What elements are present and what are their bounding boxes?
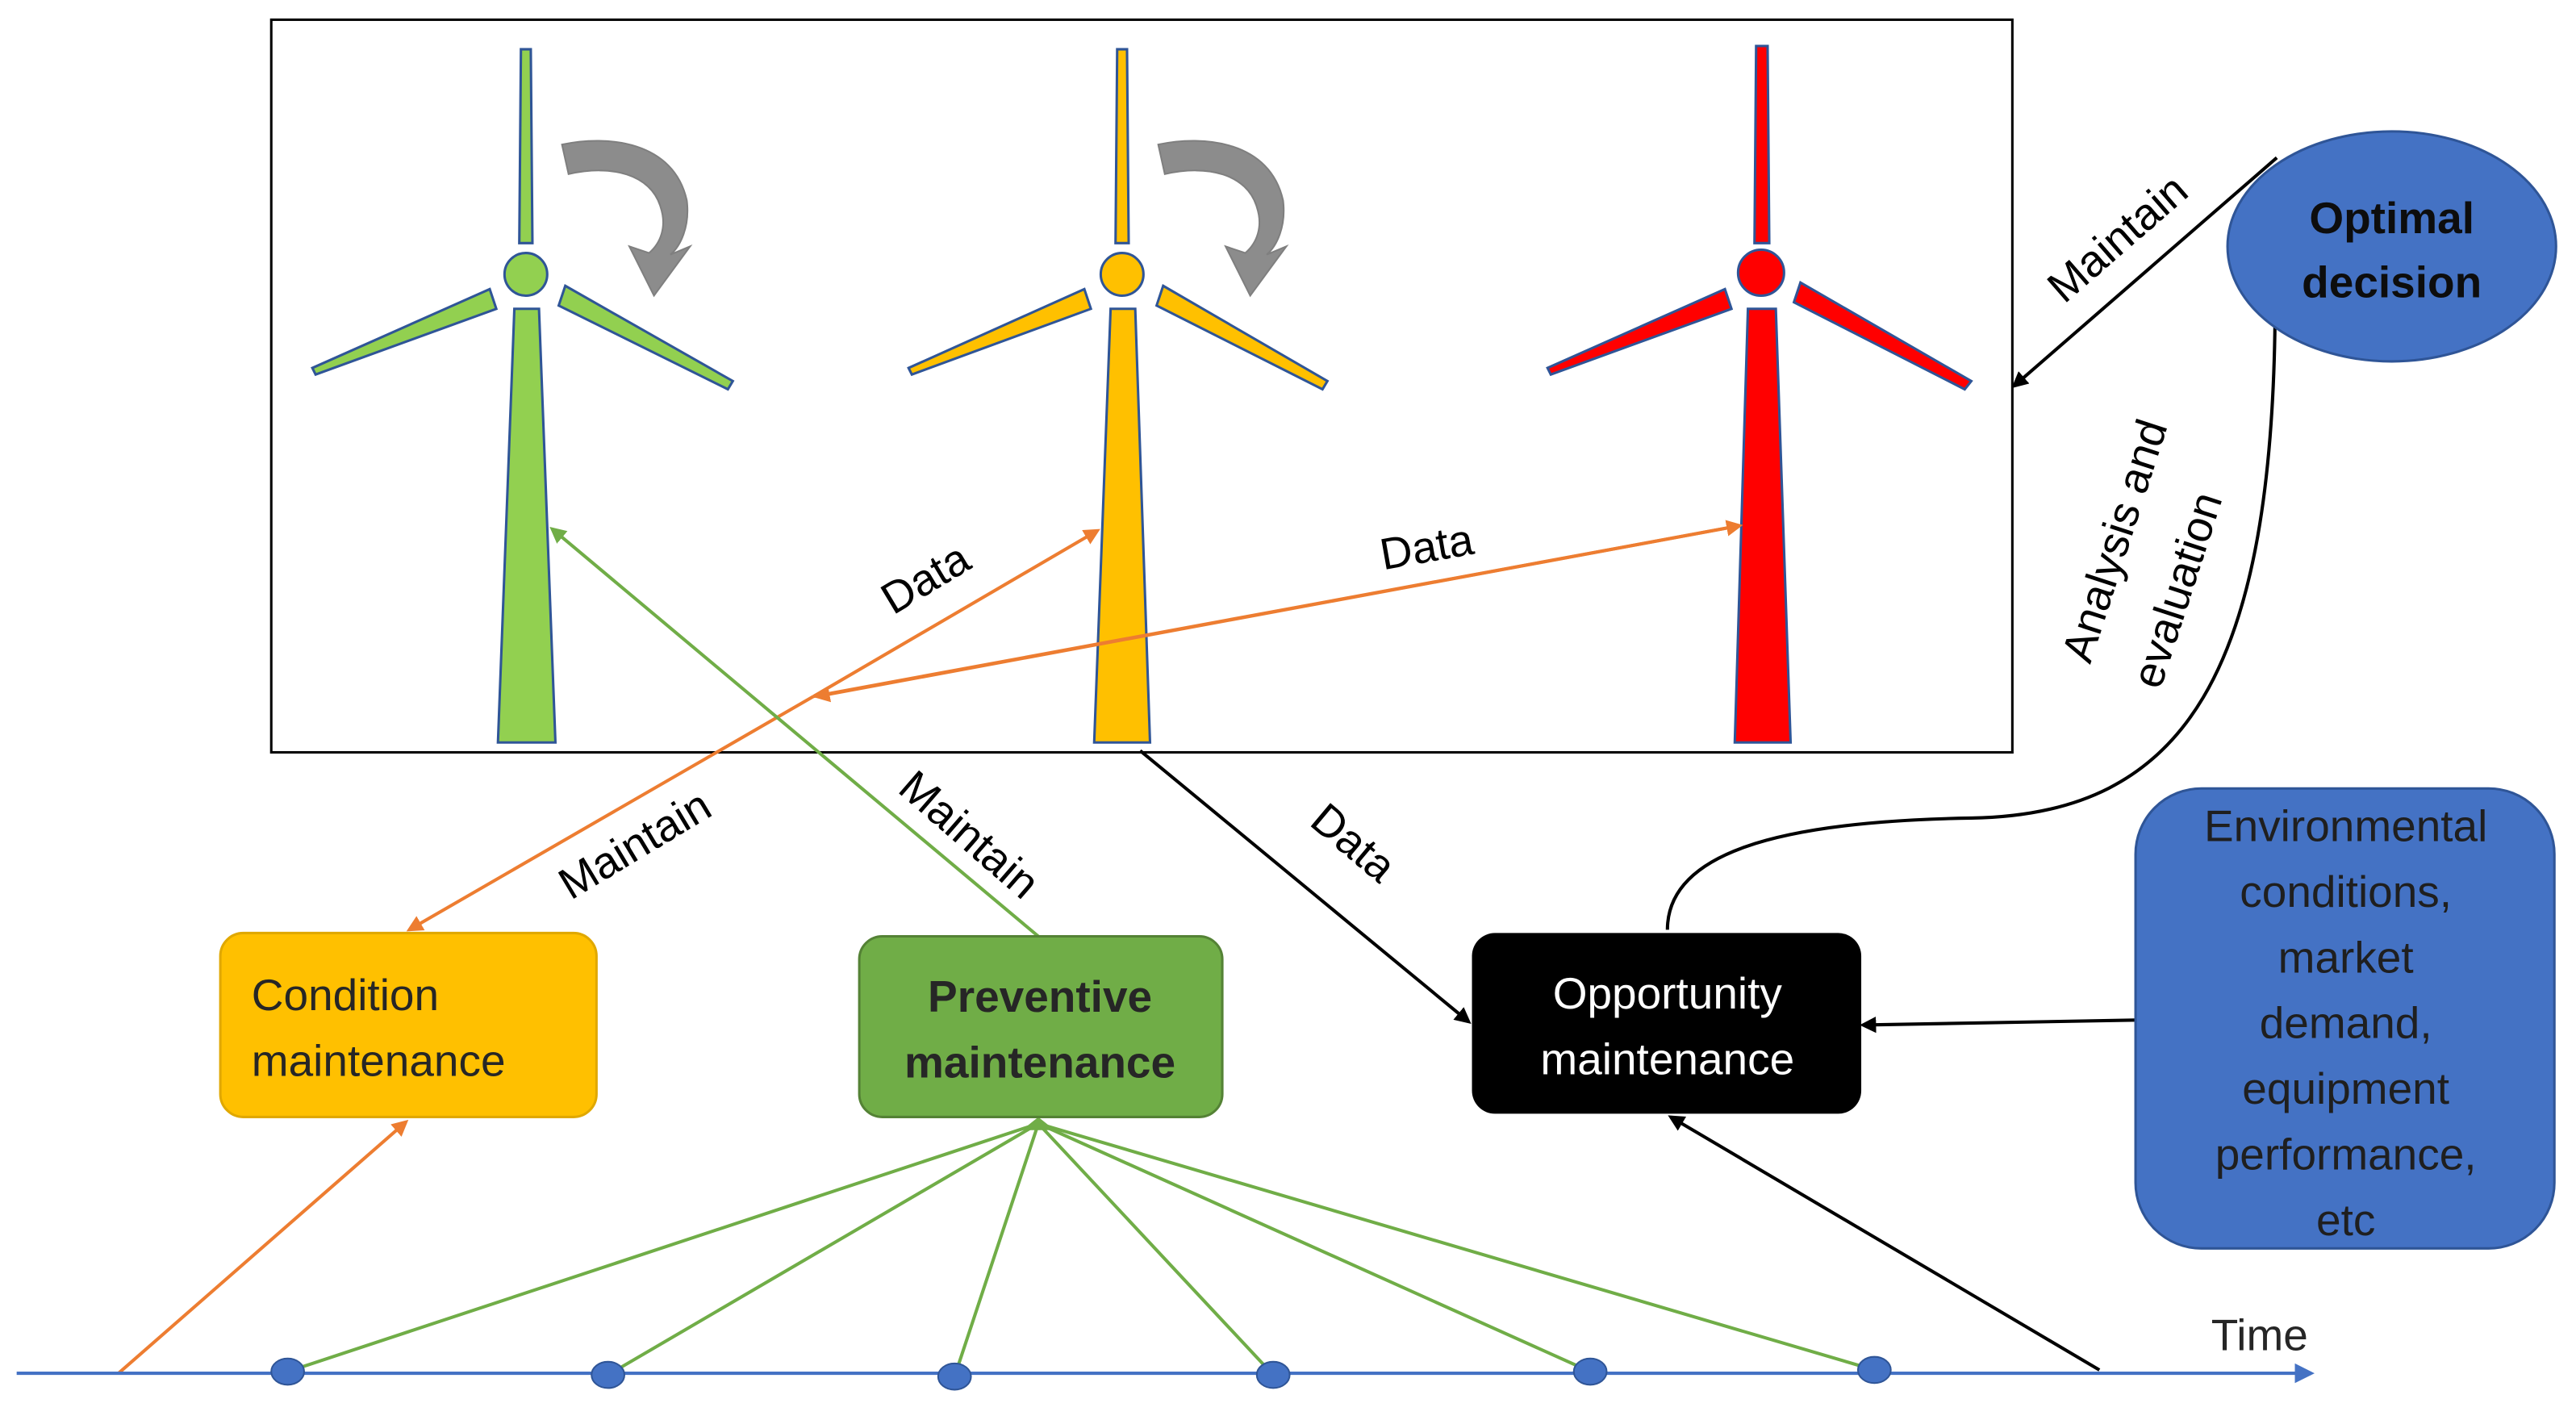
preventive-maintenance-box: Preventive maintenance: [858, 934, 1224, 1118]
optimal-line2: decision: [2302, 257, 2482, 307]
opportunity-line2: maintenance: [1540, 1034, 1794, 1084]
wind-turbine-icon: [1546, 44, 1973, 744]
optimal-decision-node: Optimal decision: [2226, 130, 2557, 363]
analysis-arrow: [1665, 292, 2284, 930]
label-time: Time: [2211, 1310, 2308, 1360]
maintain-arrow-optimal: [2011, 156, 2278, 389]
preventive-fan: [286, 1121, 1875, 1377]
preventive-line2: maintenance: [904, 1038, 1175, 1088]
data-arrow-opportunity: [1138, 749, 1472, 1024]
trigger-arrow-opportunity: [1668, 1115, 2101, 1372]
condition-line2: maintenance: [252, 1036, 506, 1086]
environment-line5: equipment: [2242, 1063, 2449, 1113]
environment-line7: etc: [2316, 1195, 2375, 1245]
maintain-arrow-preventive: [549, 526, 1040, 938]
environment-line4: demand,: [2260, 998, 2432, 1048]
wind-turbine-icon: [907, 48, 1330, 744]
condition-line1: Condition: [252, 970, 439, 1020]
fan-arrowhead: [1021, 1117, 1055, 1130]
rotation-arrow-icon: [1157, 140, 1289, 298]
label-maintain-green: Maintain: [890, 761, 1049, 908]
environment-factors-box: Environmental conditions, market demand,…: [2134, 787, 2556, 1250]
label-maintain-top: Maintain: [2038, 165, 2197, 312]
rotation-arrow-icon: [561, 140, 693, 298]
optimal-line1: Optimal: [2309, 193, 2474, 243]
input-arrow-environment: [1860, 1016, 2136, 1034]
environment-line2: conditions,: [2240, 867, 2452, 917]
opportunity-maintenance-box: Opportunity maintenance: [1472, 933, 1862, 1114]
wind-turbine-icon: [311, 48, 735, 744]
preventive-line1: Preventive: [928, 971, 1152, 1021]
environment-line6: performance,: [2215, 1130, 2477, 1180]
environment-line1: Environmental: [2204, 800, 2487, 850]
trigger-arrow-condition: [117, 1119, 409, 1375]
label-data-black: Data: [1302, 793, 1406, 892]
condition-maintenance-box: Condition maintenance: [219, 931, 598, 1118]
opportunity-line1: Opportunity: [1553, 968, 1783, 1018]
environment-line3: market: [2278, 932, 2414, 982]
timeline-events: [270, 1355, 1892, 1391]
data-arrow-to-turbine-2: [812, 528, 1100, 699]
data-arrow-return: [813, 524, 1740, 703]
maintain-arrow-condition: [406, 695, 815, 932]
